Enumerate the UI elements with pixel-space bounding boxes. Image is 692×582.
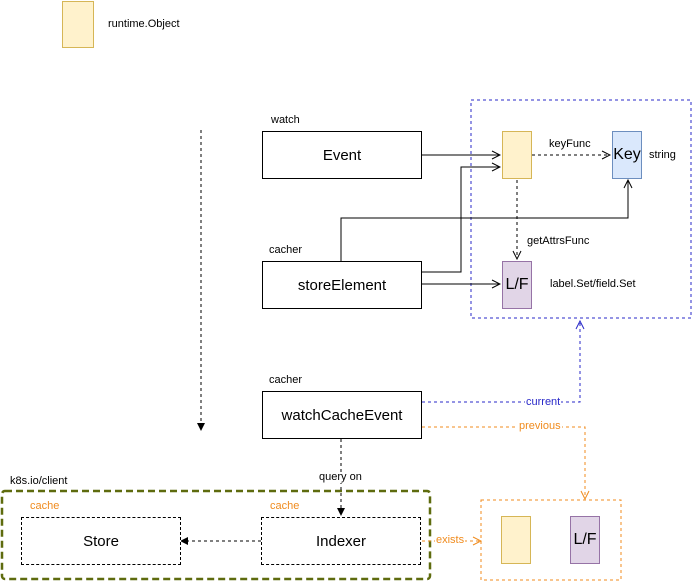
indexer-label: Indexer <box>315 532 367 550</box>
previous-lf-label: L/F <box>573 531 597 548</box>
previous-object-node <box>501 516 531 564</box>
store-node: Store <box>21 517 181 565</box>
object-group-border <box>470 99 692 319</box>
event-node: Event <box>262 131 422 179</box>
query-on-label: query on <box>318 471 363 483</box>
previous-label: previous <box>518 420 562 432</box>
previous-lf-node: L/F <box>570 516 600 564</box>
previous-arrow <box>422 426 585 499</box>
event-label: Event <box>322 146 362 164</box>
event-caption: watch <box>271 114 300 126</box>
watch-cache-event-label: watchCacheEvent <box>281 406 403 424</box>
client-group-label: k8s.io/client <box>10 475 68 487</box>
store-element-to-key-arrow <box>340 180 628 262</box>
key-func-label: keyFunc <box>548 138 592 150</box>
store-label: Store <box>83 532 119 550</box>
store-element-node: storeElement <box>262 261 422 309</box>
legend-label: runtime.Object <box>108 18 180 30</box>
key-type-label: string <box>649 149 676 161</box>
key-node: Key <box>612 131 642 179</box>
exists-label: exists <box>435 534 466 546</box>
client-group-border <box>0 489 432 581</box>
current-arrow <box>422 321 580 403</box>
store-element-to-object-arrow <box>422 167 500 273</box>
indexer-cache-label: cache <box>270 500 300 512</box>
current-label: current <box>525 396 562 408</box>
key-label: Key <box>613 146 641 163</box>
store-cache-label: cache <box>30 500 60 512</box>
lf-label: L/F <box>505 276 529 293</box>
object-node <box>502 131 532 179</box>
indexer-node: Indexer <box>261 517 421 565</box>
lf-type-label: label.Set/field.Set <box>550 278 636 290</box>
watch-cache-event-node: watchCacheEvent <box>262 391 422 439</box>
store-element-label: storeElement <box>297 276 387 294</box>
previous-group-border <box>480 499 622 581</box>
watch-cache-event-caption: cacher <box>269 374 303 386</box>
lf-node: L/F <box>502 261 532 309</box>
legend-object-swatch <box>62 1 94 48</box>
store-element-caption: cacher <box>269 244 303 256</box>
get-attrs-func-label: getAttrsFunc <box>526 235 591 247</box>
